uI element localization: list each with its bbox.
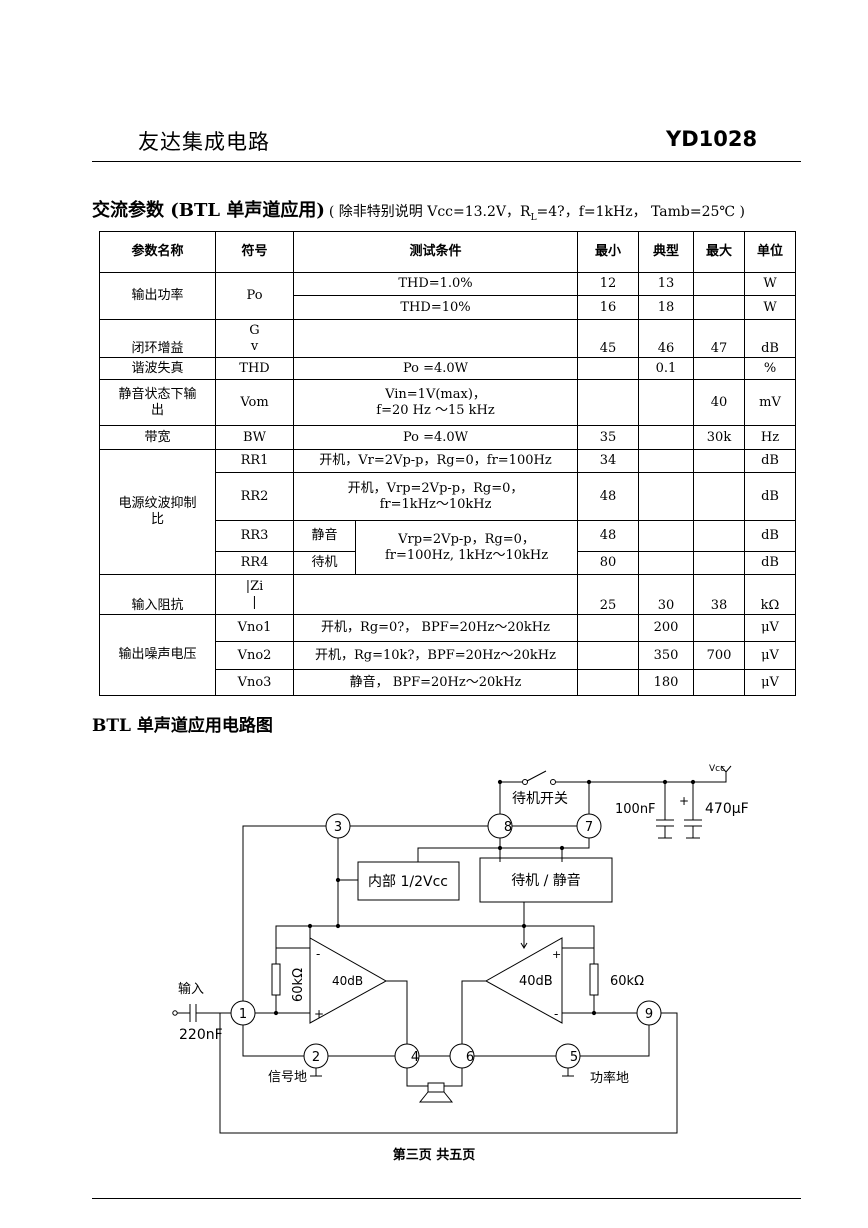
power-ground-label: 功率地	[590, 1070, 629, 1086]
pin-5-label: 5	[570, 1050, 578, 1065]
table-row: Vno2 开机，Rg=10k?，BPF=20Hz～20kHz 350 700 μ…	[100, 641, 796, 670]
table-row: Vno3 静音， BPF=20Hz～20kHz 180 μV	[100, 669, 796, 696]
amp-right-plus: +	[552, 948, 561, 961]
section-title: 交流参数 (BTL 单声道应用)	[92, 200, 325, 221]
pin-6-label: 6	[466, 1050, 474, 1065]
res-right-label: 60kΩ	[610, 974, 644, 989]
section-conditions: ( 除非特别说明 Vcc=13.2V，RL=4?，f=1kHz， Tamb=25…	[328, 204, 745, 223]
res-left-label: 60kΩ	[291, 968, 306, 1002]
header-rule	[92, 161, 801, 162]
pin-6	[449, 1043, 475, 1069]
footer-rule	[92, 1198, 801, 1199]
col-typ: 典型	[638, 231, 694, 273]
capacitor-470uf-icon	[684, 782, 702, 839]
amp-right-minus: -	[554, 1007, 558, 1021]
table-row: RR3 静音 Vrp=2Vp-p，Rg=0，fr=100Hz, 1kHz～10k…	[100, 520, 796, 575]
standby-switch-blade	[526, 770, 547, 782]
table-row: RR2 开机，Vrp=2Vp-p，Rg=0，fr=1kHz～10kHz 48 d…	[100, 472, 796, 521]
signal-ground-label: 信号地	[268, 1070, 307, 1085]
pin-1	[230, 1000, 256, 1026]
speaker-icon	[427, 1082, 445, 1093]
amplifier-right-icon	[484, 937, 563, 1024]
col-max: 最大	[693, 231, 745, 273]
pin-1-label: 1	[239, 1007, 247, 1022]
input-label: 输入	[178, 981, 204, 997]
cap-100nf-label: 100nF	[615, 802, 656, 817]
internal-ref-label: 内部 1/2Vcc	[368, 874, 448, 890]
pin-5	[555, 1043, 581, 1069]
standby-mute-label: 待机 / 静音	[511, 872, 581, 889]
table-row: 输入阻抗 |Zi| 25 30 38 kΩ	[99, 574, 796, 615]
circuit-title: BTL 单声道应用电路图	[92, 716, 273, 736]
standby-switch-contact	[550, 779, 556, 785]
table-row: 静音状态下输出 Vom Vin=1V(max)，f=20 Hz ～15 kHz …	[99, 379, 796, 426]
amp-left-plus: +	[314, 1007, 324, 1021]
arrow-icon	[520, 942, 528, 949]
internal-half-vcc-box	[357, 861, 460, 901]
pin-7-label: 7	[585, 820, 593, 835]
pin-9	[636, 1000, 662, 1026]
input-cap-label: 220nF	[179, 1027, 223, 1043]
model-number: YD1028	[666, 127, 758, 151]
pin-8	[487, 813, 513, 839]
ac-parameters-table: 参数名称 符号 测试条件 最小 典型 最大 单位 输出功率 Po THD=1.0…	[99, 231, 796, 696]
input-terminal	[172, 1010, 178, 1016]
pin-4	[394, 1043, 420, 1069]
pin-8-label: 8	[504, 820, 512, 835]
standby-switch-label: 待机开关	[512, 791, 568, 807]
table-row: 电源纹波抑制比 RR1 开机，Vr=2Vp-p，Rg=0，fr=100Hz 34…	[99, 449, 796, 575]
page-footer: 第三页 共五页	[392, 1148, 476, 1163]
pin-2	[303, 1043, 329, 1069]
power-ground-icon	[562, 1068, 574, 1077]
amp-right-gain: 40dB	[519, 974, 553, 989]
pin-3	[325, 813, 351, 839]
table-row: 输出噪声电压 Vno1 开机，Rg=0?， BPF=20Hz～20kHz 200…	[99, 614, 796, 696]
standby-switch-contact	[522, 779, 528, 785]
cap-470uf-label: 470μF	[705, 801, 749, 817]
amp-left-gain: 40dB	[332, 974, 363, 988]
cap-plus-label: +	[679, 794, 689, 808]
vcc-label: Vcc	[709, 764, 725, 774]
standby-mute-box	[479, 857, 613, 903]
pin-3-label: 3	[334, 820, 342, 835]
section-heading: 交流参数 (BTL 单声道应用)( 除非特别说明 Vcc=13.2V，RL=4?…	[92, 196, 745, 223]
amp-left-minus: -	[316, 947, 320, 961]
table-row: 谐波失真 THD Po =4.0W 0.1 %	[99, 357, 796, 380]
amplifier-left-icon	[309, 937, 388, 1024]
signal-ground-icon	[310, 1068, 322, 1077]
capacitor-100nf-icon	[656, 782, 674, 839]
vcc-arrow-icon	[720, 765, 732, 773]
vcc-rail	[500, 772, 727, 783]
col-unit: 单位	[744, 231, 796, 273]
pin-9-label: 9	[645, 1007, 653, 1022]
pin-2-label: 2	[312, 1050, 320, 1065]
pin-7	[576, 813, 602, 839]
company-name: 友达集成电路	[138, 130, 270, 154]
pin-4-label: 4	[411, 1050, 419, 1065]
